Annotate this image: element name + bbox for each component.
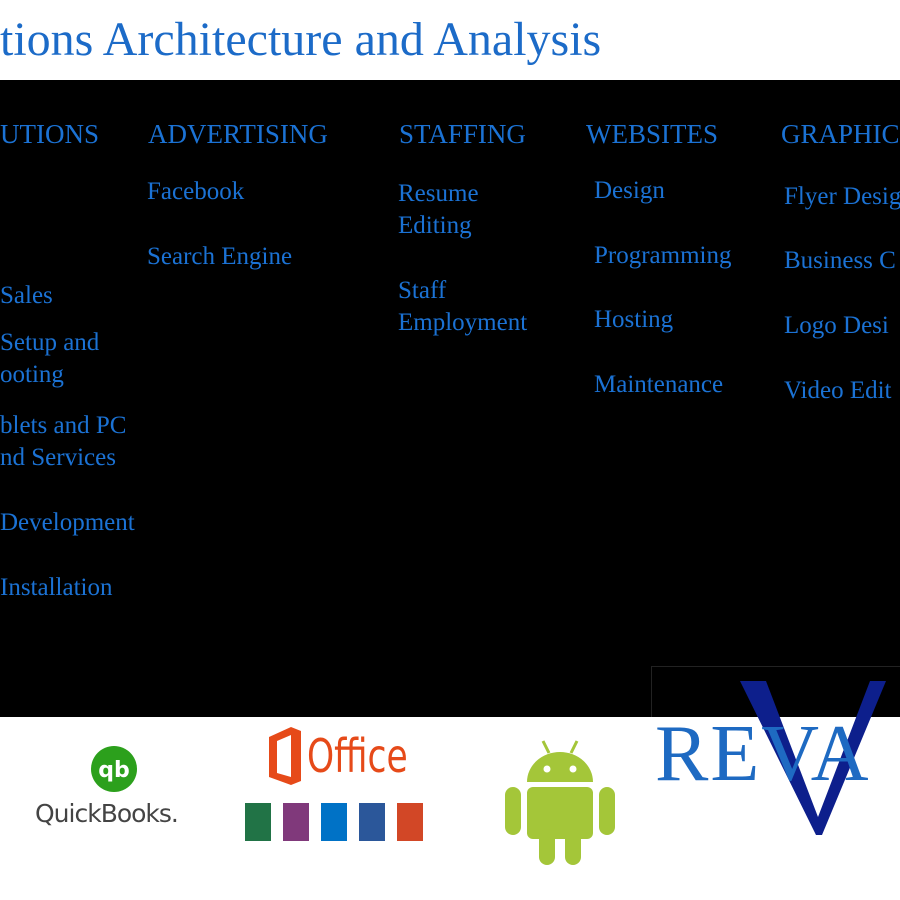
reva-v-mark <box>740 681 886 835</box>
office-icon <box>269 727 301 785</box>
menu-heading-solutions[interactable]: UTIONS <box>0 119 99 149</box>
menu-item[interactable]: Development <box>0 509 135 536</box>
menu-item[interactable]: Programming <box>594 242 732 269</box>
menu-item[interactable]: blets and PC <box>0 412 127 439</box>
menu-heading-websites[interactable]: WEBSITES <box>586 119 718 149</box>
menu-item[interactable]: Facebook <box>147 178 245 205</box>
menu-item[interactable]: Sales <box>0 282 53 309</box>
outlook-icon <box>321 803 347 841</box>
excel-icon <box>245 803 271 841</box>
menu-item[interactable]: Design <box>594 177 665 204</box>
onenote-icon <box>283 803 309 841</box>
svg-text:qb: qb <box>98 758 130 783</box>
menu-item[interactable]: Setup and <box>0 329 100 356</box>
menu-item[interactable]: Staff <box>398 277 447 304</box>
office-app-icons <box>245 803 423 841</box>
menu-item[interactable]: nd Services <box>0 444 116 471</box>
menu-item[interactable]: Editing <box>398 212 472 239</box>
quickbooks-logo: qb QuickBooks. <box>35 745 205 835</box>
partner-logos: qb QuickBooks. Office REVA <box>0 681 900 900</box>
word-icon <box>359 803 385 841</box>
office-logo: Office <box>245 725 435 865</box>
menu-item[interactable]: Maintenance <box>594 371 724 398</box>
menu-item[interactable]: Business C <box>784 247 896 274</box>
reva-logo: REVA <box>655 677 900 837</box>
page-title: tions Architecture and Analysis <box>0 13 602 66</box>
menu-item[interactable]: Logo Desi <box>784 312 889 339</box>
menu-heading-advertising[interactable]: ADVERTISING <box>148 119 328 149</box>
logo-frame <box>651 666 900 717</box>
menu-item[interactable]: Installation <box>0 574 113 601</box>
menu-item[interactable]: Employment <box>398 309 528 336</box>
menu-heading-graphics[interactable]: GRAPHIC <box>781 119 900 149</box>
services-menu: UTIONS Sales Setup and ooting blets and … <box>0 80 900 717</box>
menu-heading-staffing[interactable]: STAFFING <box>399 119 526 149</box>
android-logo <box>505 740 615 865</box>
menu-item[interactable]: ooting <box>0 361 64 388</box>
menu-item[interactable]: Flyer Desig <box>784 183 900 210</box>
menu-item[interactable]: Resume <box>398 180 479 207</box>
menu-item[interactable]: Hosting <box>594 306 674 333</box>
quickbooks-icon: qb <box>91 746 137 792</box>
powerpoint-icon <box>397 803 423 841</box>
menu-item[interactable]: Video Edit <box>784 377 892 404</box>
menu-item[interactable]: Search Engine <box>147 243 293 270</box>
